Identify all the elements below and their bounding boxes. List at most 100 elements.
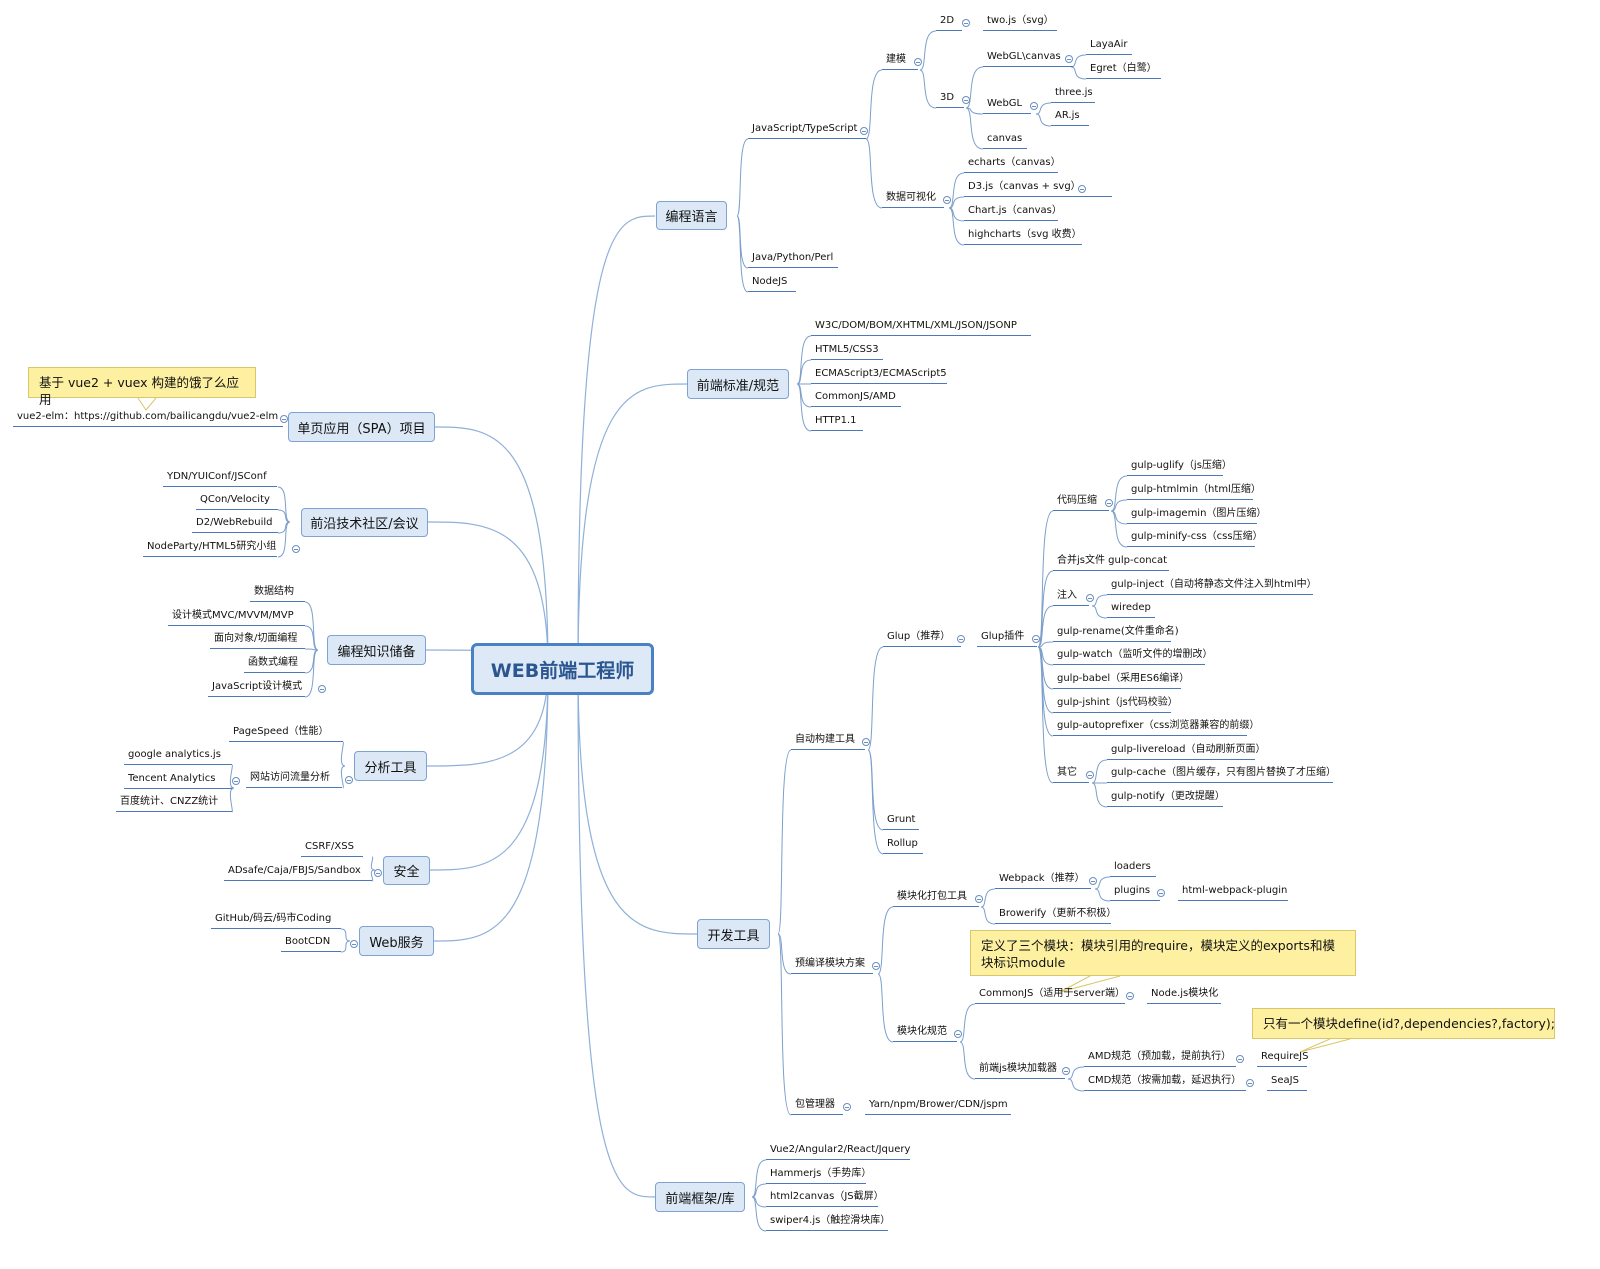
node-dev-minifycss[interactable]: gulp-minify-css（css压缩） <box>1131 531 1263 542</box>
node-lang-d3js[interactable]: D3.js（canvas + svg） <box>968 181 1081 192</box>
node-lang-model[interactable]: 建模 <box>886 54 906 65</box>
topic-tech-community[interactable]: 前沿技术社区/会议 <box>301 508 428 537</box>
collapse-toggle-icon[interactable] <box>1105 499 1113 507</box>
node-dev-ginject[interactable]: gulp-inject（自动将静态文件注入到html中） <box>1111 579 1317 590</box>
collapse-toggle-icon[interactable] <box>292 545 300 553</box>
node-web-github[interactable]: GitHub/码云/码市Coding <box>215 913 332 924</box>
node-lang-d2[interactable]: 2D <box>940 15 955 26</box>
collapse-toggle-icon[interactable] <box>914 58 922 66</box>
node-dev-gulpplugin[interactable]: Glup插件 <box>981 631 1025 642</box>
collapse-toggle-icon[interactable] <box>975 895 983 903</box>
node-dev-wiredep[interactable]: wiredep <box>1111 602 1151 613</box>
node-dev-amd[interactable]: AMD规范（预加载，提前执行） <box>1088 1051 1232 1062</box>
node-dev-imagemin[interactable]: gulp-imagemin（图片压缩） <box>1131 508 1267 519</box>
note-spa[interactable]: 基于 vue2 + vuex 构建的饿了么应用 <box>28 367 256 407</box>
topic-spa-project[interactable]: 单页应用（SPA）项目 <box>288 412 435 442</box>
node-lang-webgl[interactable]: WebGL <box>987 98 1023 109</box>
node-lang-java[interactable]: Java/Python/Perl <box>752 252 834 263</box>
collapse-toggle-icon[interactable] <box>962 19 970 27</box>
node-std-ecma[interactable]: ECMAScript3/ECMAScript5 <box>815 368 947 379</box>
collapse-toggle-icon[interactable] <box>1065 55 1073 63</box>
topic-programming-language[interactable]: 编程语言 <box>656 201 727 230</box>
node-lang-canvas[interactable]: canvas <box>987 133 1023 144</box>
node-comm-nodeparty[interactable]: NodeParty/HTML5研究小组 <box>147 541 277 552</box>
topic-frameworks[interactable]: 前端框架/库 <box>655 1182 745 1212</box>
node-dev-spec[interactable]: 模块化规范 <box>897 1026 947 1037</box>
node-dev-requirejs[interactable]: RequireJS <box>1261 1051 1309 1062</box>
topic-security[interactable]: 安全 <box>383 856 430 885</box>
node-sec-csrf[interactable]: CSRF/XSS <box>305 841 354 852</box>
node-dev-nodemod[interactable]: Node.js模块化 <box>1151 988 1219 999</box>
node-ana-ga[interactable]: google analytics.js <box>128 749 221 760</box>
node-lang-highcharts[interactable]: highcharts（svg 收费） <box>968 229 1082 240</box>
collapse-toggle-icon[interactable] <box>872 962 880 970</box>
topic-frontend-standards[interactable]: 前端标准/规范 <box>687 369 789 399</box>
node-lang-threejs[interactable]: three.js <box>1055 87 1093 98</box>
node-dev-babel[interactable]: gulp-babel（采用ES6编译） <box>1057 673 1190 684</box>
collapse-toggle-icon[interactable] <box>957 635 965 643</box>
collapse-toggle-icon[interactable] <box>1126 992 1134 1000</box>
node-ana-baidu[interactable]: 百度统计、CNZZ统计 <box>120 796 219 807</box>
collapse-toggle-icon[interactable] <box>232 777 240 785</box>
collapse-toggle-icon[interactable] <box>1157 889 1165 897</box>
node-know-oop[interactable]: 面向对象/切面编程 <box>214 633 298 644</box>
topic-web-services[interactable]: Web服务 <box>359 926 434 956</box>
collapse-toggle-icon[interactable] <box>318 685 326 693</box>
topic-programming-knowledge[interactable]: 编程知识储备 <box>327 635 426 665</box>
collapse-toggle-icon[interactable] <box>1236 1055 1244 1063</box>
node-comm-qcon[interactable]: QCon/Velocity <box>200 494 270 505</box>
collapse-toggle-icon[interactable] <box>1032 635 1040 643</box>
node-dev-uglify[interactable]: gulp-uglify（js压缩） <box>1131 460 1232 471</box>
node-sec-adsafe[interactable]: ADsafe/Caja/FBJS/Sandbox <box>228 865 361 876</box>
node-dev-inject[interactable]: 注入 <box>1057 590 1077 601</box>
node-lang-twojs[interactable]: two.js（svg） <box>987 15 1054 26</box>
collapse-toggle-icon[interactable] <box>1030 102 1038 110</box>
node-lang-arjs[interactable]: AR.js <box>1055 110 1080 121</box>
node-dev-grunt[interactable]: Grunt <box>887 814 916 825</box>
node-comm-ydn[interactable]: YDN/YUIConf/JSConf <box>167 471 267 482</box>
node-ana-traffic[interactable]: 网站访问流量分析 <box>250 772 330 783</box>
node-dev-htmlwp[interactable]: html-webpack-plugin <box>1182 885 1288 896</box>
node-dev-loaders[interactable]: loaders <box>1114 861 1151 872</box>
node-dev-webpack[interactable]: Webpack（推荐） <box>999 873 1085 884</box>
collapse-toggle-icon[interactable] <box>345 776 353 784</box>
node-fw-vue[interactable]: Vue2/Angular2/React/Jquery <box>770 1144 911 1155</box>
node-know-jsdp[interactable]: JavaScript设计模式 <box>212 681 303 692</box>
node-lang-node[interactable]: NodeJS <box>752 276 788 287</box>
collapse-toggle-icon[interactable] <box>1089 877 1097 885</box>
collapse-toggle-icon[interactable] <box>374 869 382 877</box>
node-dev-precompile[interactable]: 预编译模块方案 <box>795 958 865 969</box>
collapse-toggle-icon[interactable] <box>843 1103 851 1111</box>
node-dev-auto[interactable]: 自动构建工具 <box>795 734 855 745</box>
node-spa-url[interactable]: vue2-elm：https://github.com/bailicangdu/… <box>17 411 279 422</box>
node-dev-htmlmin[interactable]: gulp-htmlmin（html压缩） <box>1131 484 1261 495</box>
node-dev-plugins[interactable]: plugins <box>1114 885 1151 896</box>
node-dev-rename[interactable]: gulp-rename(文件重命名) <box>1057 626 1179 637</box>
collapse-toggle-icon[interactable] <box>962 96 970 104</box>
node-know-fp[interactable]: 函数式编程 <box>248 657 298 668</box>
node-dev-cmd[interactable]: CMD规范（按需加载，延迟执行） <box>1088 1075 1242 1086</box>
collapse-toggle-icon[interactable] <box>1086 594 1094 602</box>
node-lang-egret[interactable]: Egret（白鹭） <box>1090 63 1157 74</box>
root-topic[interactable]: WEB前端工程师 <box>471 643 654 695</box>
collapse-toggle-icon[interactable] <box>862 738 870 746</box>
node-know-ds[interactable]: 数据结构 <box>254 586 294 597</box>
node-dev-watch[interactable]: gulp-watch（监听文件的增删改） <box>1057 649 1213 660</box>
node-know-mvc[interactable]: 设计模式MVC/MVVM/MVP <box>172 610 294 621</box>
node-lang-d3[interactable]: 3D <box>940 92 955 103</box>
node-dev-cache[interactable]: gulp-cache（图片缓存，只有图片替换了才压缩） <box>1111 767 1337 778</box>
node-fw-hammer[interactable]: Hammerjs（手势库） <box>770 1168 872 1179</box>
collapse-toggle-icon[interactable] <box>1086 771 1094 779</box>
node-std-html5[interactable]: HTML5/CSS3 <box>815 344 879 355</box>
node-dev-concat[interactable]: 合并js文件 gulp-concat <box>1057 555 1168 566</box>
collapse-toggle-icon[interactable] <box>1078 185 1086 193</box>
collapse-toggle-icon[interactable] <box>860 127 868 135</box>
topic-analysis-tools[interactable]: 分析工具 <box>354 751 427 781</box>
node-dev-autoprefixer[interactable]: gulp-autoprefixer（css浏览器兼容的前缀） <box>1057 720 1260 731</box>
node-dev-compress[interactable]: 代码压缩 <box>1057 495 1097 506</box>
note-commonjs[interactable]: 定义了三个模块：模块引用的require，模块定义的exports和模块标识mo… <box>970 930 1356 976</box>
node-dev-rollup[interactable]: Rollup <box>887 838 918 849</box>
node-dev-bundler[interactable]: 模块化打包工具 <box>897 891 967 902</box>
node-dev-gulp[interactable]: Glup（推荐） <box>887 631 951 642</box>
node-dev-other[interactable]: 其它 <box>1057 767 1077 778</box>
